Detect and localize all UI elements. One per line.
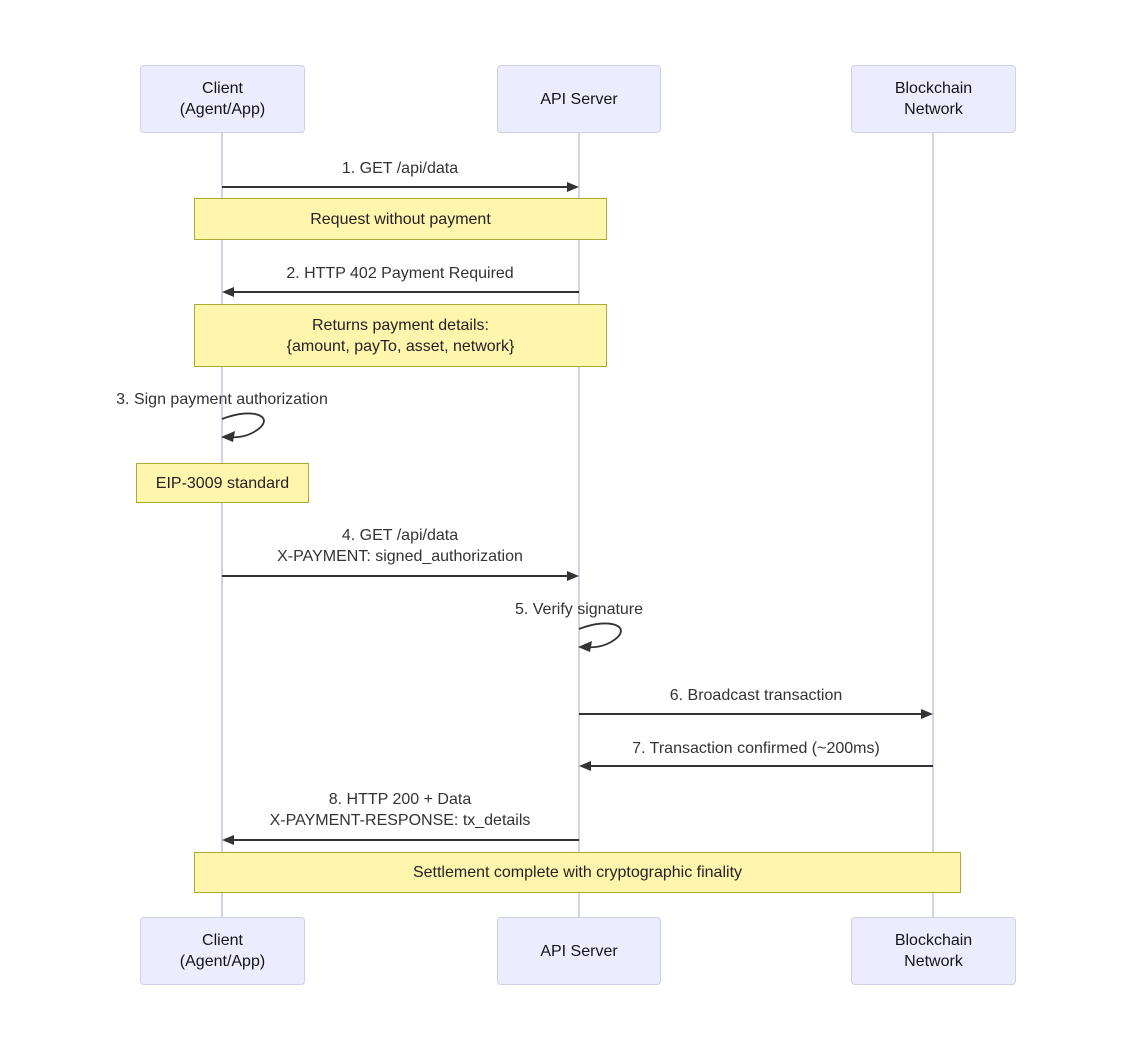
- note-label: Returns payment details: {amount, payTo,…: [286, 316, 515, 355]
- message-8-line: [234, 839, 579, 841]
- message-4-label: 4. GET /api/data X-PAYMENT: signed_autho…: [277, 527, 523, 565]
- lifeline-api-server: [578, 133, 580, 917]
- actor-blockchain-top: Blockchain Network: [851, 65, 1016, 133]
- note-payment-details: Returns payment details: {amount, payTo,…: [194, 304, 607, 367]
- message-5-self-loop-icon: [578, 622, 622, 652]
- message-7-line: [591, 765, 933, 767]
- message-7-label: 7. Transaction confirmed (~200ms): [632, 740, 880, 757]
- actor-api-server-bottom: API Server: [497, 917, 661, 985]
- note-settlement-complete: Settlement complete with cryptographic f…: [194, 852, 961, 893]
- message-4-line: [222, 575, 569, 577]
- note-label: Settlement complete with cryptographic f…: [412, 864, 743, 881]
- actor-api-server-top: API Server: [497, 65, 661, 133]
- actor-label: Client (Agent/App): [179, 932, 266, 970]
- message-8-arrowhead-icon: [222, 835, 234, 845]
- message-3-label: 3. Sign payment authorization: [116, 391, 328, 408]
- message-2-label: 2. HTTP 402 Payment Required: [286, 265, 514, 282]
- note-eip-3009: EIP-3009 standard: [136, 463, 309, 503]
- actor-label: Client (Agent/App): [179, 80, 266, 118]
- actor-label: API Server: [540, 942, 618, 960]
- message-3-self-loop-icon: [221, 412, 265, 442]
- actor-label: Blockchain Network: [894, 932, 973, 970]
- actor-label: API Server: [540, 90, 618, 108]
- message-8-label: 8. HTTP 200 + Data X-PAYMENT-RESPONSE: t…: [269, 791, 531, 829]
- message-1-line: [222, 186, 569, 188]
- note-label: EIP-3009 standard: [155, 474, 290, 492]
- message-5-label: 5. Verify signature: [514, 601, 644, 618]
- note-request-without-payment: Request without payment: [194, 198, 607, 240]
- actor-client-bottom: Client (Agent/App): [140, 917, 305, 985]
- message-6-label: 6. Broadcast transaction: [669, 687, 843, 704]
- message-6-line: [579, 713, 923, 715]
- lifeline-blockchain: [932, 133, 934, 917]
- actor-blockchain-bottom: Blockchain Network: [851, 917, 1016, 985]
- actor-client-top: Client (Agent/App): [140, 65, 305, 133]
- message-6-arrowhead-icon: [921, 709, 933, 719]
- message-1-arrowhead-icon: [567, 182, 579, 192]
- lifeline-client: [221, 133, 223, 917]
- message-1-label: 1. GET /api/data: [341, 160, 459, 177]
- note-label: Request without payment: [310, 210, 491, 228]
- actor-label: Blockchain Network: [894, 80, 973, 118]
- message-2-arrowhead-icon: [222, 287, 234, 297]
- message-2-line: [234, 291, 579, 293]
- message-4-arrowhead-icon: [567, 571, 579, 581]
- message-7-arrowhead-icon: [579, 761, 591, 771]
